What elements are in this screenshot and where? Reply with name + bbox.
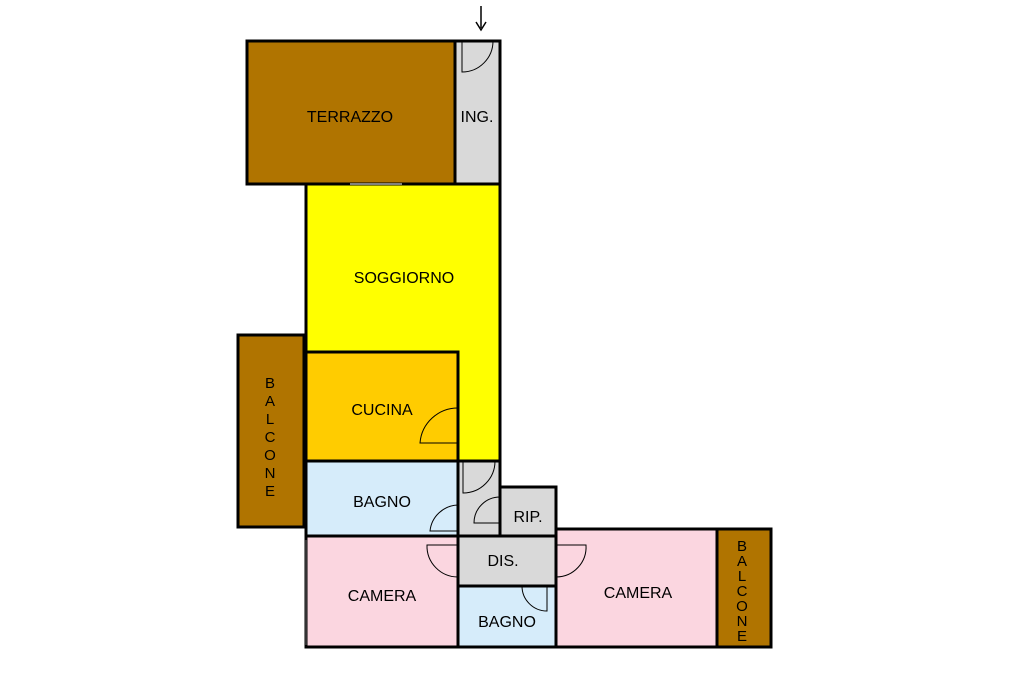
balcone-right-letter: L [738, 568, 746, 585]
balcone-left-letter: N [265, 465, 276, 482]
balcone-left-letter: B [265, 375, 275, 392]
balcone-right-letter: B [737, 538, 747, 555]
balcony-right [715, 527, 773, 649]
balcone-left-letter: E [265, 483, 275, 500]
balcone-left-letter: O [264, 447, 276, 464]
balcone-right-letter: C [737, 583, 748, 600]
label-balcone-left: B A L C O N E [264, 375, 276, 500]
balcone-left-letter: A [265, 393, 275, 410]
label-soggiorno: SOGGIORNO [354, 270, 454, 287]
label-bagno-1: BAGNO [353, 494, 411, 511]
label-balcone-right: B A L C O N E [736, 538, 748, 645]
balcone-right-letter: A [737, 553, 747, 570]
label-ripostiglio: RIP. [513, 509, 542, 526]
label-disimpegno: DIS. [487, 553, 518, 570]
room-ripostiglio [498, 485, 558, 538]
room-camera-1 [304, 534, 460, 649]
room-bagno-2 [456, 584, 558, 649]
arrow-down-icon [475, 6, 487, 32]
label-ingresso: ING. [461, 109, 494, 126]
door-swings [305, 40, 587, 645]
balcone-left-letter: L [266, 411, 274, 428]
label-terrazzo: TERRAZZO [307, 109, 393, 126]
balcone-right-letter: N [737, 613, 748, 630]
label-bagno-2: BAGNO [478, 614, 536, 631]
balcone-left-letter: C [265, 429, 276, 446]
balcone-right-letter: E [737, 628, 747, 645]
balcone-right-letter: O [736, 598, 748, 615]
balcony-left [236, 333, 306, 529]
label-cucina: CUCINA [351, 402, 413, 419]
label-camera-2: CAMERA [604, 585, 673, 602]
label-camera-1: CAMERA [348, 588, 417, 605]
